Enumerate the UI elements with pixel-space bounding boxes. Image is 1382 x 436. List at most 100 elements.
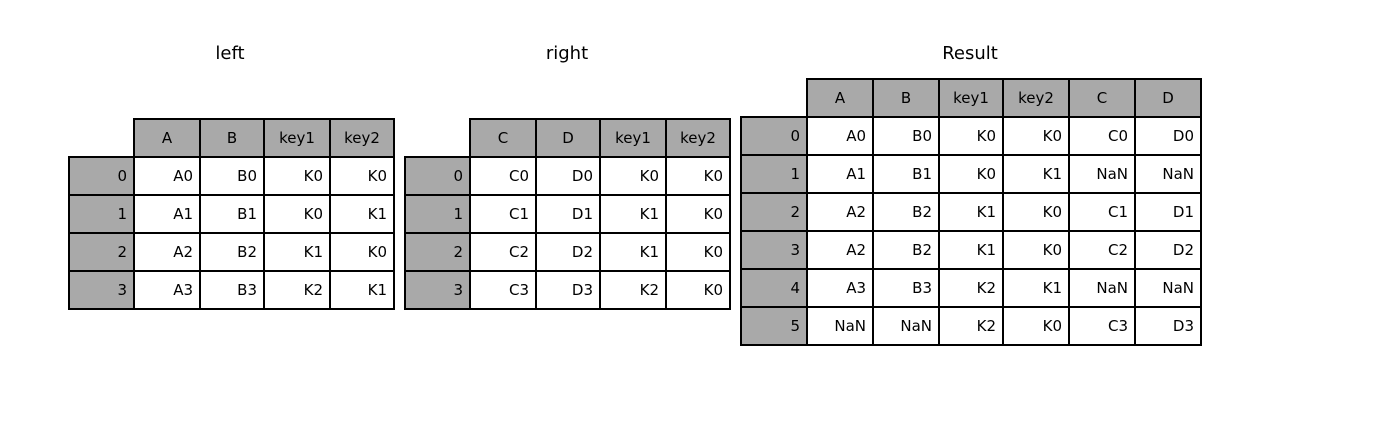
column-header: C [1068, 78, 1136, 118]
table-cell: K2 [599, 270, 667, 310]
table-cell: K1 [599, 194, 667, 234]
column-header: C [469, 118, 537, 158]
table-cell: K1 [1002, 268, 1070, 308]
table-cell: K1 [329, 194, 395, 234]
table-cell: A3 [133, 270, 201, 310]
table-cell: B2 [199, 232, 265, 272]
column-header: key2 [1002, 78, 1070, 118]
table-cell: K1 [938, 192, 1004, 232]
table-cell: K0 [665, 156, 731, 196]
table-cell: B1 [872, 154, 940, 194]
table-cell: B0 [199, 156, 265, 196]
table-cell: D0 [535, 156, 601, 196]
table-cell: NaN [872, 306, 940, 346]
table-cell: D3 [535, 270, 601, 310]
column-header: key2 [665, 118, 731, 158]
result-title: Result [942, 43, 998, 64]
column-header: key1 [599, 118, 667, 158]
table-cell: K0 [1002, 230, 1070, 270]
row-index: 5 [740, 306, 808, 346]
table-cell: A2 [806, 192, 874, 232]
table-cell: K0 [665, 194, 731, 234]
table-cell: K0 [263, 194, 331, 234]
table-cell: K0 [1002, 306, 1070, 346]
table-cell: B2 [872, 192, 940, 232]
table-cell: NaN [1068, 154, 1136, 194]
table-cell: B1 [199, 194, 265, 234]
table-cell: A2 [133, 232, 201, 272]
table-cell: C2 [1068, 230, 1136, 270]
row-index: 2 [68, 232, 135, 272]
table-cell: K2 [938, 306, 1004, 346]
table-cell: D2 [535, 232, 601, 272]
row-index: 3 [68, 270, 135, 310]
table-cell: A2 [806, 230, 874, 270]
table-cell: A3 [806, 268, 874, 308]
column-header: D [1134, 78, 1202, 118]
column-header: A [133, 118, 201, 158]
table-cell: K0 [665, 232, 731, 272]
table-cell: K0 [938, 154, 1004, 194]
table-cell: C3 [469, 270, 537, 310]
table-cell: B3 [199, 270, 265, 310]
right-title: right [545, 43, 589, 64]
row-index: 3 [404, 270, 471, 310]
table-cell: K0 [665, 270, 731, 310]
table-cell: NaN [1068, 268, 1136, 308]
row-index: 0 [740, 116, 808, 156]
table-cell: B2 [872, 230, 940, 270]
column-header: D [535, 118, 601, 158]
table-cell: K0 [1002, 116, 1070, 156]
table-cell: K2 [263, 270, 331, 310]
row-index: 3 [740, 230, 808, 270]
table-cell: A1 [133, 194, 201, 234]
corner-cell [69, 119, 134, 157]
table-cell: K1 [599, 232, 667, 272]
table-cell: C0 [469, 156, 537, 196]
column-header: B [199, 118, 265, 158]
row-index: 1 [740, 154, 808, 194]
column-header: A [806, 78, 874, 118]
row-index: 2 [404, 232, 471, 272]
row-index: 0 [404, 156, 471, 196]
row-index: 1 [404, 194, 471, 234]
table-cell: D1 [535, 194, 601, 234]
table-cell: C2 [469, 232, 537, 272]
table-cell: C1 [1068, 192, 1136, 232]
table-cell: K2 [938, 268, 1004, 308]
table-cell: K1 [329, 270, 395, 310]
table-cell: NaN [1134, 268, 1202, 308]
table-cell: NaN [806, 306, 874, 346]
column-header: key1 [263, 118, 331, 158]
row-index: 2 [740, 192, 808, 232]
row-index: 0 [68, 156, 135, 196]
table-cell: D0 [1134, 116, 1202, 156]
column-header: key1 [938, 78, 1004, 118]
table-cell: B3 [872, 268, 940, 308]
table-cell: A1 [806, 154, 874, 194]
table-cell: B0 [872, 116, 940, 156]
table-cell: K0 [329, 156, 395, 196]
table-cell: K0 [938, 116, 1004, 156]
table-cell: NaN [1134, 154, 1202, 194]
table-cell: A0 [806, 116, 874, 156]
